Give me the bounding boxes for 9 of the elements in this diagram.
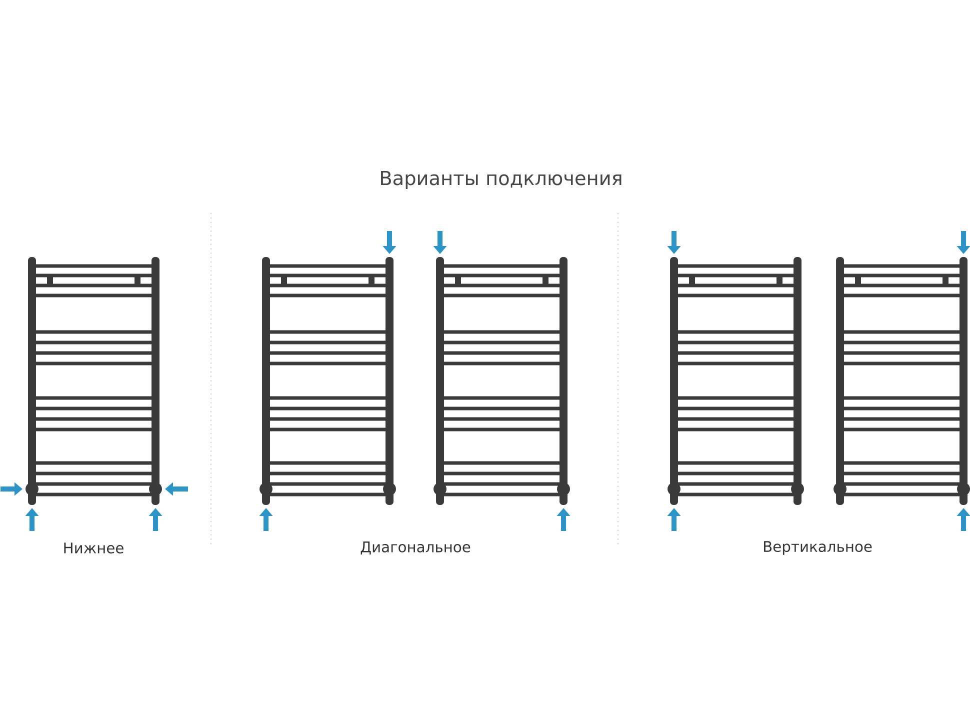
title: Варианты подключения [381,171,622,189]
towel-rail [434,257,570,505]
towel-rail [668,257,804,505]
caption: Нижнее [64,542,124,554]
caption: Диагональное [360,542,470,554]
towel-rail [260,257,396,505]
towel-rail [26,257,162,505]
towel-rail [834,257,970,505]
caption: Вертикальное [764,541,872,555]
